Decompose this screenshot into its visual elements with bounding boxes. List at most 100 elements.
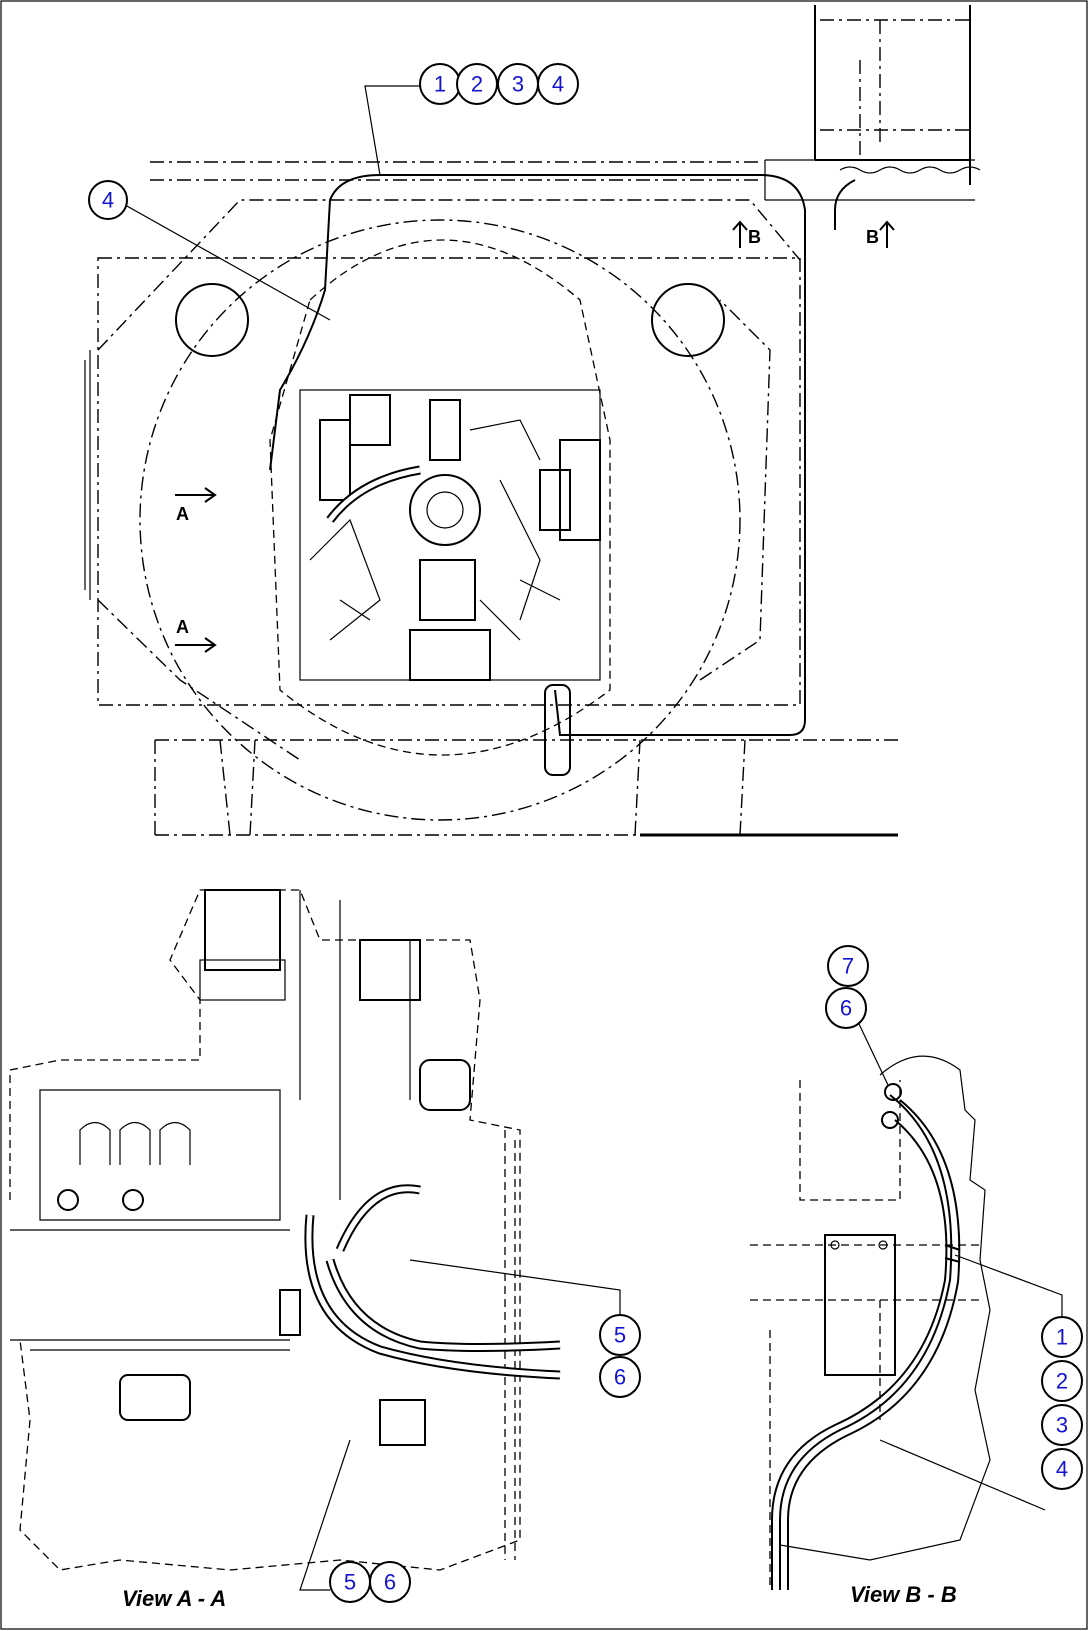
callout-7: 7	[827, 945, 869, 987]
leader-b-right-upper	[954, 1254, 1063, 1316]
callout-6-b: 6	[825, 987, 867, 1029]
section-mark-a-lower: A	[175, 617, 217, 653]
callout-group-b-right: 1 2 3 4	[1041, 1316, 1083, 1490]
callout-5-bottom: 5	[329, 1561, 371, 1603]
cab-break-line	[839, 166, 981, 174]
cab-hidden-lines	[820, 19, 970, 160]
frame-posts	[219, 739, 746, 836]
bolt-a2	[122, 1189, 144, 1211]
plate-hole-2	[878, 1240, 888, 1250]
section-mark-b-right: B	[866, 220, 895, 248]
section-mark-a-upper: A	[175, 487, 217, 524]
callout-1: 1	[419, 63, 461, 105]
callout-1-b: 1	[1041, 1316, 1083, 1358]
callout-6: 6	[599, 1356, 641, 1398]
section-mark-b-left: B	[732, 220, 761, 248]
right-port	[651, 283, 725, 357]
oil-filter-head	[119, 1374, 191, 1421]
callout-4-b: 4	[1041, 1448, 1083, 1490]
svg-text:7: 7	[842, 954, 854, 979]
callout-3-b: 3	[1041, 1404, 1083, 1446]
callout-group-b-top: 7 6	[825, 945, 869, 1029]
harness-b-3	[787, 1099, 961, 1590]
sensor	[279, 1289, 301, 1336]
left-rail	[84, 350, 91, 600]
svg-text:4: 4	[102, 188, 114, 213]
harness-b-1	[779, 1094, 953, 1590]
harness-right-run	[380, 174, 806, 736]
leader-a-right	[409, 1259, 621, 1316]
frame-outline	[97, 257, 801, 706]
svg-text:A: A	[176, 617, 189, 637]
connector-7	[884, 1083, 902, 1101]
frame-rail-top	[150, 161, 760, 181]
callout-6-bottom: 6	[369, 1561, 411, 1603]
bolt-a1	[57, 1189, 79, 1211]
view-a-outline	[9, 889, 521, 1571]
svg-text:5: 5	[344, 1570, 356, 1595]
connector-6	[881, 1111, 899, 1129]
svg-text:6: 6	[840, 996, 852, 1021]
view-a-label: View A - A	[122, 1586, 226, 1611]
svg-text:5: 5	[614, 1323, 626, 1348]
leader-b-right-lower	[879, 1439, 1046, 1511]
bracket-outline	[97, 199, 801, 761]
view-a-a: 5 6 5 6 View A - A	[9, 889, 641, 1611]
valve-cover-lobes	[79, 1121, 191, 1165]
callout-2: 2	[456, 63, 498, 105]
harness-cab-drop	[834, 179, 856, 230]
valve-block	[359, 939, 421, 1001]
callout-4: 4	[537, 63, 579, 105]
svg-text:B: B	[748, 227, 761, 247]
clamp	[944, 1244, 961, 1263]
callout-3: 3	[497, 63, 539, 105]
callout-group-top: 1 2 3 4	[419, 63, 579, 105]
leader-a-bottom	[299, 1439, 351, 1591]
svg-text:1: 1	[434, 72, 446, 97]
plate-hole-1	[830, 1240, 840, 1250]
svg-text:3: 3	[512, 72, 524, 97]
vertical-lines	[299, 890, 411, 1200]
flywheel-housing-outline	[139, 219, 741, 821]
svg-text:2: 2	[471, 72, 483, 97]
engine-bay-outline	[269, 239, 611, 756]
callout-group-a-bottom: 5 6	[329, 1561, 411, 1603]
cab-frame	[814, 5, 971, 185]
svg-text:4: 4	[552, 72, 564, 97]
callout-4-left: 4	[88, 180, 128, 220]
harness-left-run	[269, 174, 381, 471]
svg-text:1: 1	[1056, 1325, 1068, 1350]
fitting-box	[379, 1399, 426, 1446]
harness-bracket	[544, 684, 571, 776]
view-b-structure	[750, 1080, 980, 1590]
callout-5: 5	[599, 1314, 641, 1356]
canister-base	[199, 959, 286, 1001]
leader-1234	[364, 85, 420, 176]
hose-6	[325, 1258, 561, 1352]
svg-text:2: 2	[1056, 1369, 1068, 1394]
block-bands	[10, 1229, 290, 1351]
callout-2-b: 2	[1041, 1360, 1083, 1402]
cab-base	[764, 159, 975, 201]
harness-b-2	[771, 1119, 948, 1590]
left-port	[175, 283, 249, 357]
view-b-b: 7 6 1 2 3 4 View B - B	[750, 945, 1083, 1607]
canister	[204, 889, 281, 971]
mount-plate	[824, 1234, 896, 1376]
svg-text:6: 6	[384, 1570, 396, 1595]
housing-boss	[419, 1059, 471, 1111]
callout-group-a-right: 5 6	[599, 1314, 641, 1398]
leader-4	[124, 204, 331, 321]
view-b-break-outline	[779, 1055, 991, 1561]
svg-text:4: 4	[1056, 1457, 1068, 1482]
top-view: A A B B 1 2 3 4 4	[84, 5, 981, 837]
view-b-label: View B - B	[850, 1582, 957, 1607]
valve-cover	[39, 1089, 281, 1221]
svg-text:B: B	[866, 227, 879, 247]
svg-text:6: 6	[614, 1365, 626, 1390]
frame-rail-bottom	[154, 739, 900, 836]
engine-assembly	[299, 389, 601, 681]
svg-text:A: A	[176, 504, 189, 524]
